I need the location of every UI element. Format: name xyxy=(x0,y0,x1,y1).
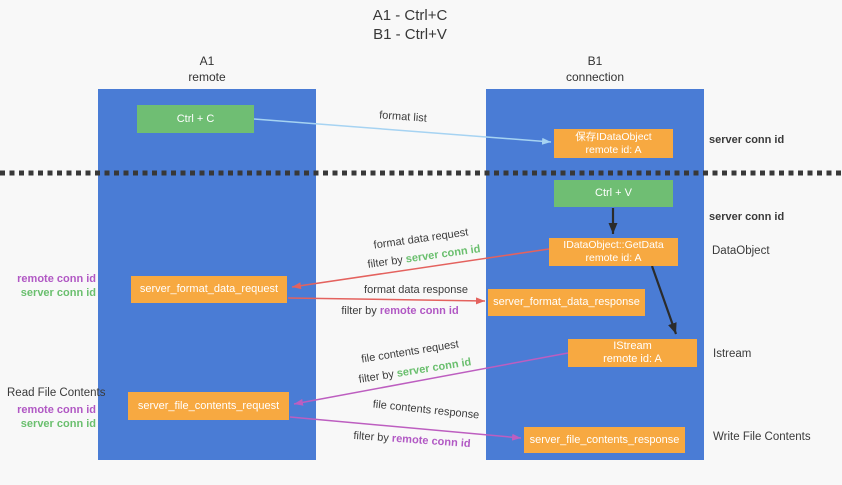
server-conn-id-text: server conn id xyxy=(20,418,96,430)
annotation-istream: Istream xyxy=(713,348,752,360)
filter-by-text: filter by xyxy=(341,305,377,317)
column-b1-name: B1 xyxy=(587,54,603,68)
node-istream-line1: IStream xyxy=(613,340,652,352)
node-save-idataobject-line2: remote id: A xyxy=(585,143,642,156)
annotation-write-file-contents: Write File Contents xyxy=(713,431,811,443)
title-line-a1: A1 - Ctrl+C xyxy=(372,7,448,24)
node-save-idataobject: 保存IDataObject remote id: A xyxy=(554,129,673,158)
label-format-data-response: format data response xyxy=(364,284,468,296)
node-ctrl-v: Ctrl + V xyxy=(554,180,673,207)
server-conn-id-text: server conn id xyxy=(405,243,482,266)
column-header-a1: A1 remote xyxy=(98,53,316,85)
annotation-conn-ids-file: remote conn id server conn id xyxy=(0,403,96,431)
node-idataobject-getdata-line2: remote id: A xyxy=(585,252,642,264)
annotation-server-conn-id-mid: server conn id xyxy=(709,211,785,223)
remote-conn-id-text: remote conn id xyxy=(17,404,96,416)
node-server-file-contents-request: server_file_contents_request xyxy=(128,392,289,420)
node-istream: IStream remote id: A xyxy=(568,339,697,367)
node-save-idataobject-line1: 保存IDataObject xyxy=(575,130,652,143)
label-format-list-text: format list xyxy=(378,109,428,125)
remote-conn-id-text: remote conn id xyxy=(17,273,96,285)
label-file-contents-response-text: file contents response xyxy=(372,398,480,422)
node-server-format-data-request: server_format_data_request xyxy=(131,276,287,303)
column-a1-subtitle: remote xyxy=(188,70,226,84)
page-title: A1 - Ctrl+C B1 - Ctrl+V xyxy=(0,6,820,44)
node-idataobject-getdata: IDataObject::GetData remote id: A xyxy=(549,238,678,266)
server-conn-id-text: server conn id xyxy=(20,287,96,299)
server-conn-id-text: server conn id xyxy=(395,356,473,380)
label-filter-by-remote-conn-id-2: filter by remote conn id xyxy=(353,430,471,450)
filter-by-text: filter by xyxy=(366,254,404,271)
node-ctrl-c: Ctrl + C xyxy=(137,105,254,133)
label-file-contents-response: file contents response xyxy=(372,398,480,421)
node-istream-line2: remote id: A xyxy=(603,353,662,365)
title-line-b1: B1 - Ctrl+V xyxy=(373,26,447,43)
node-server-file-contents-response: server_file_contents_response xyxy=(524,427,685,453)
annotation-read-file-contents: Read File Contents xyxy=(7,387,106,399)
label-filter-by-remote-conn-id-1: filter by remote conn id xyxy=(341,305,458,317)
node-server-format-data-response: server_format_data_response xyxy=(488,289,645,316)
node-server-format-data-response-label: server_format_data_response xyxy=(493,296,640,308)
column-b1-subtitle: connection xyxy=(565,70,625,84)
remote-conn-id-text: remote conn id xyxy=(391,432,471,451)
node-idataobject-getdata-line1: IDataObject::GetData xyxy=(563,239,664,251)
node-server-file-contents-response-label: server_file_contents_response xyxy=(529,433,680,446)
annotation-dataobject: DataObject xyxy=(712,245,770,257)
column-a1-name: A1 xyxy=(199,54,215,68)
annotation-conn-ids-format: remote conn id server conn id xyxy=(0,272,96,300)
arrow-format-data-response xyxy=(287,297,486,305)
node-server-format-data-request-label: server_format_data_request xyxy=(139,283,279,295)
label-format-data-response-text: format data response xyxy=(364,284,468,296)
filter-by-text: filter by xyxy=(357,368,395,386)
node-server-file-contents-request-label: server_file_contents_request xyxy=(137,399,280,412)
node-ctrl-c-label: Ctrl + C xyxy=(176,112,215,125)
column-header-b1: B1 connection xyxy=(486,53,704,85)
remote-conn-id-text: remote conn id xyxy=(379,305,459,317)
annotation-server-conn-id-top: server conn id xyxy=(709,134,785,146)
node-ctrl-v-label: Ctrl + V xyxy=(595,187,632,199)
label-format-list: format list xyxy=(379,109,427,124)
filter-by-text: filter by xyxy=(353,429,390,445)
